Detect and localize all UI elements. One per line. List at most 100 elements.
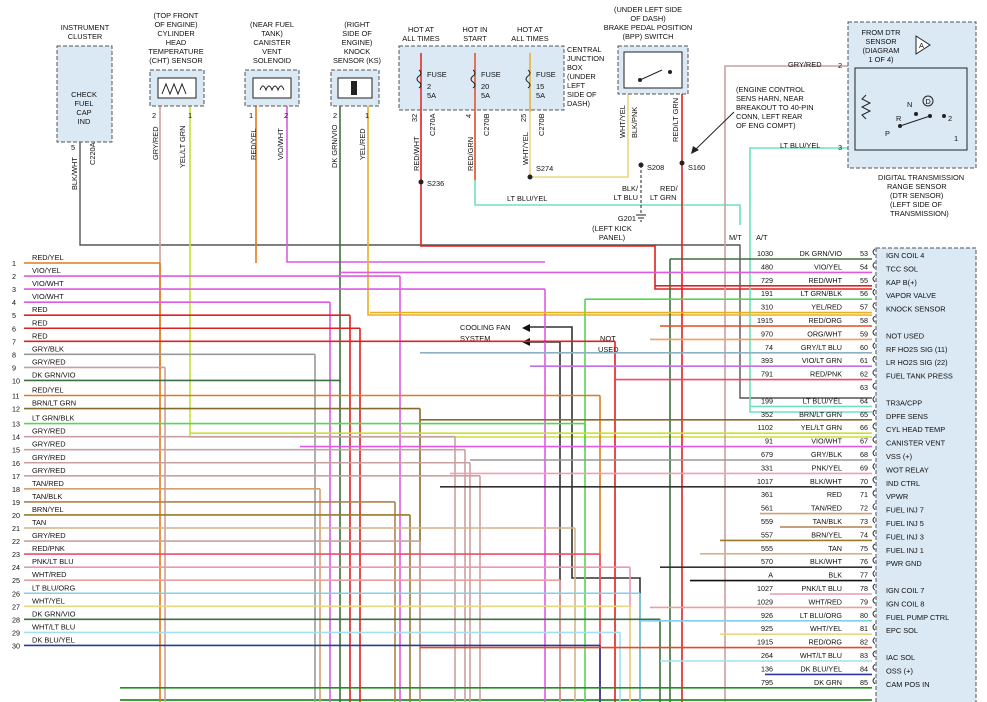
left-wire-label: RED: [32, 305, 48, 314]
cjb-header-2a: HOT IN: [463, 25, 488, 34]
dtr-term-1: 1: [954, 134, 958, 143]
connector-terminal-icon: [872, 677, 876, 685]
left-wire-label: PNK/LT BLU: [32, 557, 74, 566]
cht-caption-3: CYLINDER: [157, 29, 194, 38]
cht-pin-1: 1: [188, 111, 192, 120]
circuit-number: 264: [761, 651, 773, 660]
left-wire-label: WHT/LT BLU: [32, 622, 75, 631]
left-wire-number: 18: [12, 485, 20, 494]
ks-caption-1: (RIGHT: [344, 20, 370, 29]
pcm-function-label: EPC SOL: [886, 626, 918, 635]
cjb-caption-7: DASH): [567, 99, 590, 108]
splice-s274: S274: [536, 164, 553, 173]
wire-color-label: WHT/LT BLU: [800, 651, 842, 660]
svg-text:A: A: [919, 41, 924, 50]
left-wire-label: BRN/LT GRN: [32, 399, 76, 408]
connector-terminal-icon: [872, 436, 876, 443]
circuit-number: 561: [761, 504, 773, 513]
left-wire-number: 9: [12, 363, 16, 372]
wire-color-label: DK GRN/VIO: [800, 249, 843, 258]
wire-wht-yel-bpp: [529, 94, 629, 178]
circuit-number: 1915: [757, 316, 773, 325]
ground-caption-2: PANEL): [599, 233, 625, 242]
circuit-number: 1029: [757, 597, 773, 606]
left-wire-number: 8: [12, 350, 16, 359]
circuit-number: 926: [761, 611, 773, 620]
pcm-pin-number: 59: [860, 329, 868, 338]
pcm-function-label: IGN COIL 4: [886, 251, 924, 260]
pcm-function-label: CANISTER VENT: [886, 439, 946, 448]
instrument-cluster-connector: C220A: [88, 142, 97, 165]
cht-caption-2: OF ENGINE): [154, 20, 197, 29]
connector-terminal-icon: [872, 664, 876, 671]
left-wire-label: DK GRN/VIO: [32, 609, 76, 618]
pcm-pin-number: 78: [860, 584, 868, 593]
not-used-line-2: USED: [598, 345, 619, 354]
pcm-pin-number: 70: [860, 477, 868, 486]
triangle-icon: [915, 35, 931, 55]
pcm-pin-number: 56: [860, 289, 868, 298]
circuit-number: 310: [761, 303, 773, 312]
wire-color-label: BLK/WHT: [810, 557, 843, 566]
ground-wire-2: LT BLU: [614, 193, 638, 202]
cjb-header-3b: ALL TIMES: [511, 34, 548, 43]
ground-wire-1: BLK/: [622, 184, 639, 193]
instrument-cluster-caption-1: INSTRUMENT: [61, 23, 110, 32]
left-wire-label: VIO/WHT: [32, 292, 64, 301]
wire-color-label: VIO/WHT: [811, 437, 842, 446]
pcm-pin-number: 55: [860, 276, 868, 285]
pcm-pin-number: 53: [860, 249, 868, 258]
fuse-15-connector: C270B: [537, 113, 546, 136]
wire-color-label: BRN/YEL: [811, 530, 842, 539]
wire-color-label: TAN/RED: [811, 504, 842, 513]
wire-color-label: PNK/YEL: [812, 463, 842, 472]
connector-terminal-icon: [872, 463, 876, 470]
wire-routing-layer: [79, 65, 872, 702]
splice-s236: S236: [427, 179, 444, 188]
cht-caption-6: (CHT) SENSOR: [149, 56, 202, 65]
ks-wire-yel-red: YEL/RED: [358, 128, 367, 160]
left-wire-label: RED/YEL: [32, 386, 64, 395]
left-wire-number: 20: [12, 511, 20, 520]
cjb-header-1a: HOT AT: [408, 25, 434, 34]
pcm-pin-number: 84: [860, 664, 868, 673]
pcm-function-label: FUEL PUMP CTRL: [886, 613, 949, 622]
dtr-letter-d: D: [925, 97, 930, 106]
circuit-number: 74: [765, 343, 773, 352]
cjb-caption-5: LEFT: [567, 81, 586, 90]
ecc-note-4: CONN, LEFT REAR: [736, 112, 802, 121]
left-wire-label: RED: [32, 331, 48, 340]
left-wire-number: 15: [12, 446, 20, 455]
red-wire-2: LT GRN: [650, 193, 676, 202]
circuit-number: 191: [761, 289, 773, 298]
left-wire-label: VIO/YEL: [32, 266, 61, 275]
at-label: A/T: [756, 233, 768, 242]
connector-terminal-icon: [872, 610, 876, 618]
pcm-function-label: TCC SOL: [886, 264, 918, 273]
connector-terminal-icon: [872, 396, 876, 403]
cht-wire-yel-lt-grn: YEL/LT GRN: [178, 126, 187, 168]
left-wire-label: TAN: [32, 518, 46, 527]
wire-color-label: PNK/LT BLU: [802, 584, 842, 593]
check-fuel-cap-line-3: CAP: [76, 108, 91, 117]
solenoid-icon: [252, 77, 292, 99]
not-used-note: NOT USED: [598, 334, 619, 354]
fuse-20-pin: 4: [464, 114, 473, 118]
connector-terminal-icon: [872, 637, 876, 644]
instrument-cluster-box: [56, 45, 113, 143]
wire-color-label: WHT/RED: [808, 597, 842, 606]
circuit-number: 557: [761, 530, 773, 539]
fuse-2: FUSE 2 5A 32 C270A: [410, 53, 447, 136]
fuse-20-wire: RED/GRN: [466, 137, 475, 171]
wire-color-label: BRN/LT GRN: [799, 410, 842, 419]
